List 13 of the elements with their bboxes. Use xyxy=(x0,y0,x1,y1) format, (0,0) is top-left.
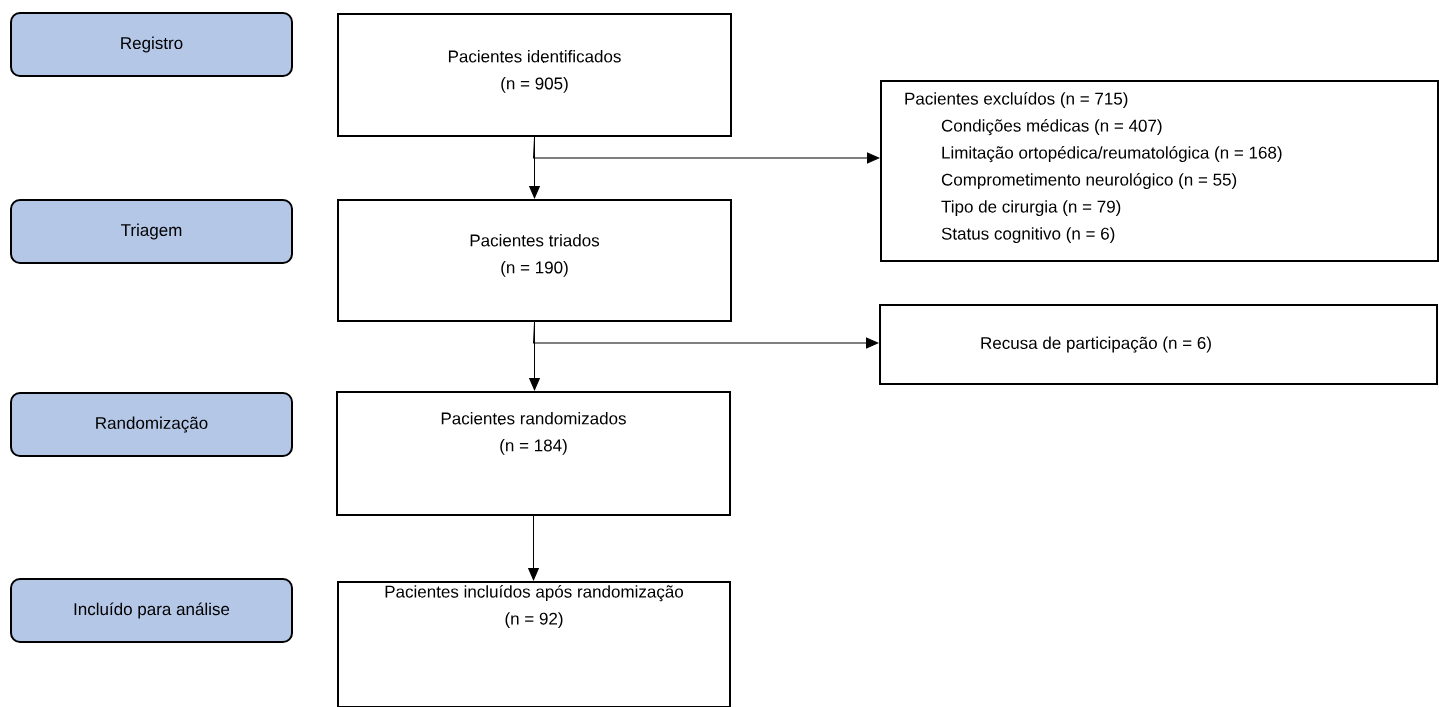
arrow xyxy=(533,136,880,164)
process-box: Pacientes randomizados (n = 184) xyxy=(336,391,731,516)
exclusion-box: Pacientes excluídos (n = 715) Condições médicas (n = 407) Limitação ortopédica/reumatológica (n = 168) Comprometimento neurológico (n = 55) Tipo de cirurgia (n = 79) Status cognitivo (n = 6) xyxy=(880,80,1439,262)
process-box: Pacientes identificados (n = 905) xyxy=(337,13,732,137)
stage-label-box: Randomização xyxy=(10,392,293,457)
process-box: Pacientes incluídos após randomização (n = 92) xyxy=(337,581,731,707)
process-box: Pacientes triados (n = 190) xyxy=(337,199,732,322)
stage-label-box: Incluído para análise xyxy=(10,578,293,643)
exclusion-box: Recusa de participação (n = 6) xyxy=(879,304,1438,385)
arrow xyxy=(533,321,879,349)
arrow xyxy=(528,515,539,581)
stage-label-box: Triagem xyxy=(10,199,293,264)
stage-label-box: Registro xyxy=(10,12,293,77)
